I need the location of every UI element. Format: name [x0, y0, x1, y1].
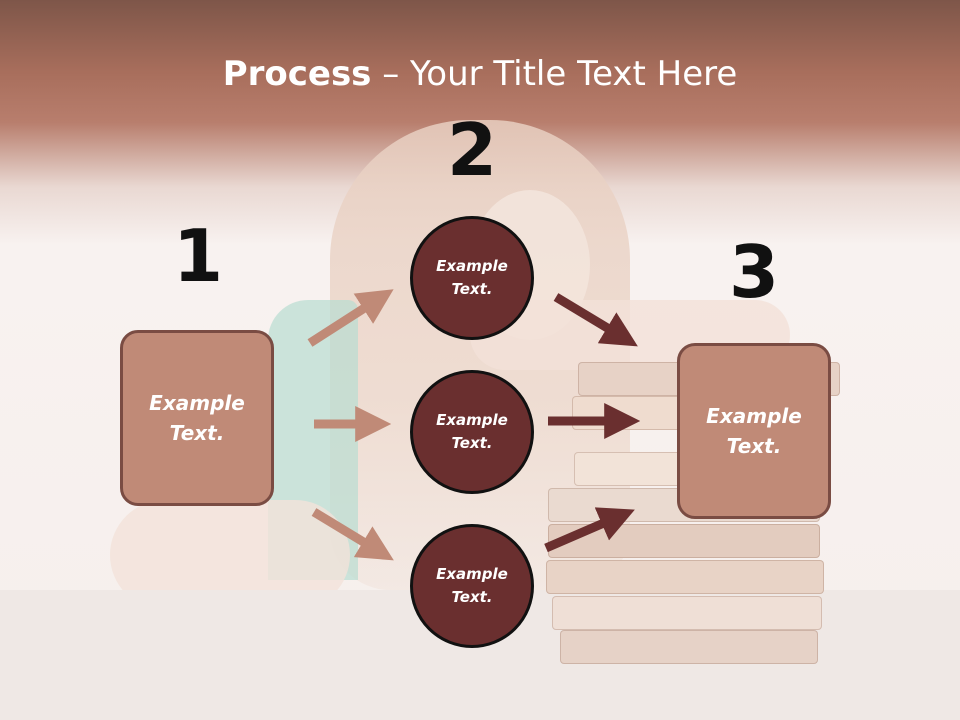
arrow-circle-top-to-3 [553, 293, 638, 347]
step-number-1: 1 [172, 214, 224, 298]
arrow-circle-bottom-to-3 [544, 507, 635, 553]
step-3-box: Example Text. [677, 343, 831, 519]
arrow-1-to-circle-bottom [311, 508, 394, 561]
step-1-text: Example Text. [149, 391, 245, 445]
circle-top-text: Example Text. [436, 257, 508, 298]
step-2-circle-middle: Example Text. [410, 370, 534, 494]
step-number-3: 3 [728, 230, 780, 314]
step-number-2: 2 [446, 108, 498, 192]
title-rest: – Your Title Text Here [371, 54, 738, 94]
step-2-circle-bottom: Example Text. [410, 524, 534, 648]
circle-middle-text: Example Text. [436, 411, 508, 452]
step-3-text: Example Text. [706, 404, 802, 458]
step-1-box: Example Text. [120, 330, 274, 506]
slide-title: Process – Your Title Text Here [0, 52, 960, 96]
step-2-circle-top: Example Text. [410, 216, 534, 340]
circle-bottom-text: Example Text. [436, 565, 508, 606]
arrow-1-to-circle-top [307, 289, 394, 347]
title-bold: Process [222, 54, 372, 94]
